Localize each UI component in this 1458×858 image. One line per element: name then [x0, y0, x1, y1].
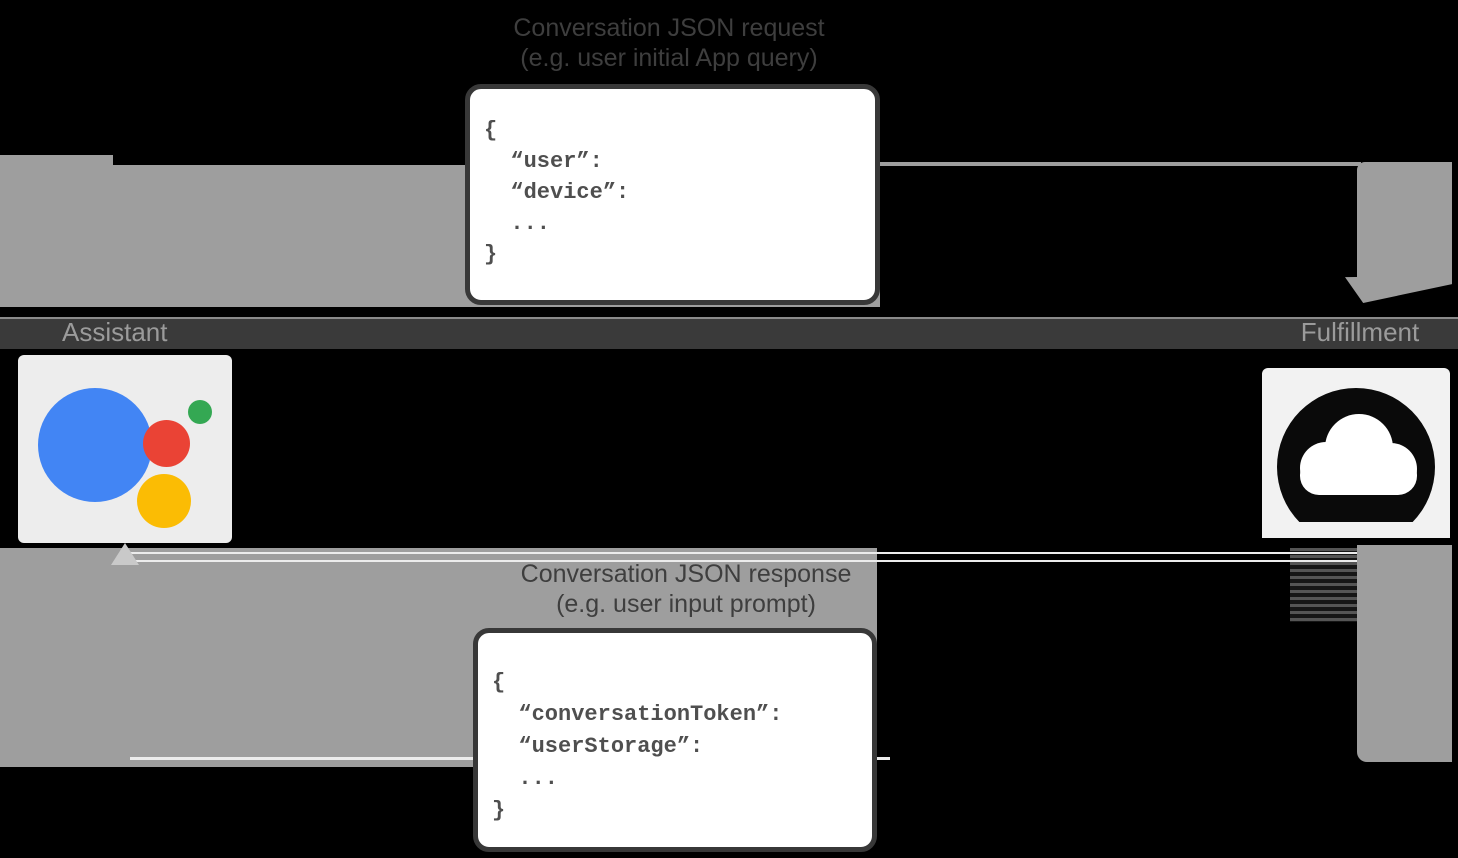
response-code: { “conversationToken”: “userStorage”: ..…: [492, 670, 783, 823]
assistant-yellow-circle: [137, 474, 191, 528]
cloud-icon: [1262, 388, 1450, 546]
response-arrow-top-line2: [130, 560, 1357, 562]
request-code: { “user”: “device”: ... }: [484, 118, 630, 267]
fulfillment-entity-box: [1262, 368, 1450, 546]
assistant-entity-box: [18, 355, 232, 543]
fulfillment-entity-label: Fulfillment: [1300, 317, 1420, 347]
response-arrow-top-line: [130, 552, 1357, 554]
response-arrow-column: [1357, 545, 1452, 762]
response-label-line2: (e.g. user input prompt): [556, 590, 816, 618]
response-code-box: { “conversationToken”: “userStorage”: ..…: [473, 628, 877, 852]
assistant-green-circle: [188, 400, 212, 424]
assistant-red-circle: [143, 420, 190, 467]
request-label-line1: Conversation JSON request: [513, 14, 825, 42]
request-code-box: { “user”: “device”: ... }: [465, 84, 880, 305]
request-arrowhead-down-icon: [1345, 276, 1452, 303]
request-arrow-column: [1357, 162, 1452, 283]
response-label-line1: Conversation JSON response: [520, 560, 852, 588]
entity-band: [0, 317, 1458, 349]
request-arrow-line: [880, 162, 1361, 166]
assistant-blue-circle: [38, 388, 152, 502]
assistant-entity-label: Assistant: [62, 317, 168, 347]
request-label-line2: (e.g. user initial App query): [520, 44, 818, 72]
